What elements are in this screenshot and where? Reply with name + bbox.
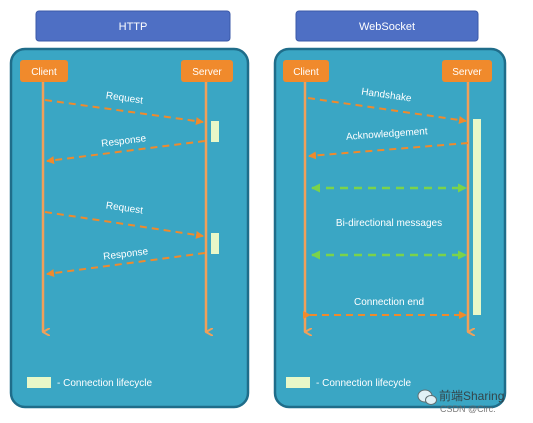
websocket-handshake-arrow — [307, 97, 467, 124]
http-request-arrow-2 — [44, 211, 204, 239]
websocket-title: WebSocket — [359, 21, 415, 33]
http-panel — [9, 47, 250, 409]
websocket-client-node — [283, 60, 329, 82]
websocket-legend-label: - Connection lifecycle — [316, 378, 411, 389]
http-response-label-1: Response — [101, 133, 147, 149]
http-client-node — [20, 60, 68, 82]
http-server-label: Server — [192, 67, 222, 78]
websocket-lifecycle-bar — [473, 119, 481, 315]
websocket-client-label: Client — [293, 67, 319, 78]
websocket-server-label: Server — [452, 67, 482, 78]
websocket-connection-end-label: Connection end — [354, 297, 424, 308]
http-response-arrow-1 — [46, 140, 206, 165]
http-request-arrow-1 — [44, 99, 204, 125]
http-legend-swatch — [27, 377, 51, 388]
http-legend-label: - Connection lifecycle — [57, 378, 152, 389]
http-server-node — [181, 60, 233, 82]
websocket-bidirectional-label: Bi-directional messages — [336, 218, 442, 229]
http-lifecycle-bar-2 — [211, 233, 219, 254]
http-title: HTTP — [119, 21, 148, 33]
wechat-icon — [417, 389, 437, 405]
http-response-label-2: Response — [103, 246, 149, 262]
http-response-arrow-2 — [46, 252, 206, 278]
http-request-label-2: Request — [105, 200, 144, 216]
websocket-legend-swatch — [286, 377, 310, 388]
watermark-brand: 前端Sharing — [439, 388, 504, 403]
websocket-server-node — [442, 60, 492, 82]
http-lifecycle-bar-1 — [211, 121, 219, 142]
websocket-header-box — [295, 10, 479, 42]
http-client-label: Client — [31, 67, 57, 78]
websocket-acknowledgement-arrow — [308, 142, 469, 160]
http-header-box — [35, 10, 231, 42]
watermark-site: CSDN @Circ. — [440, 404, 496, 414]
http-request-label-1: Request — [105, 90, 144, 106]
